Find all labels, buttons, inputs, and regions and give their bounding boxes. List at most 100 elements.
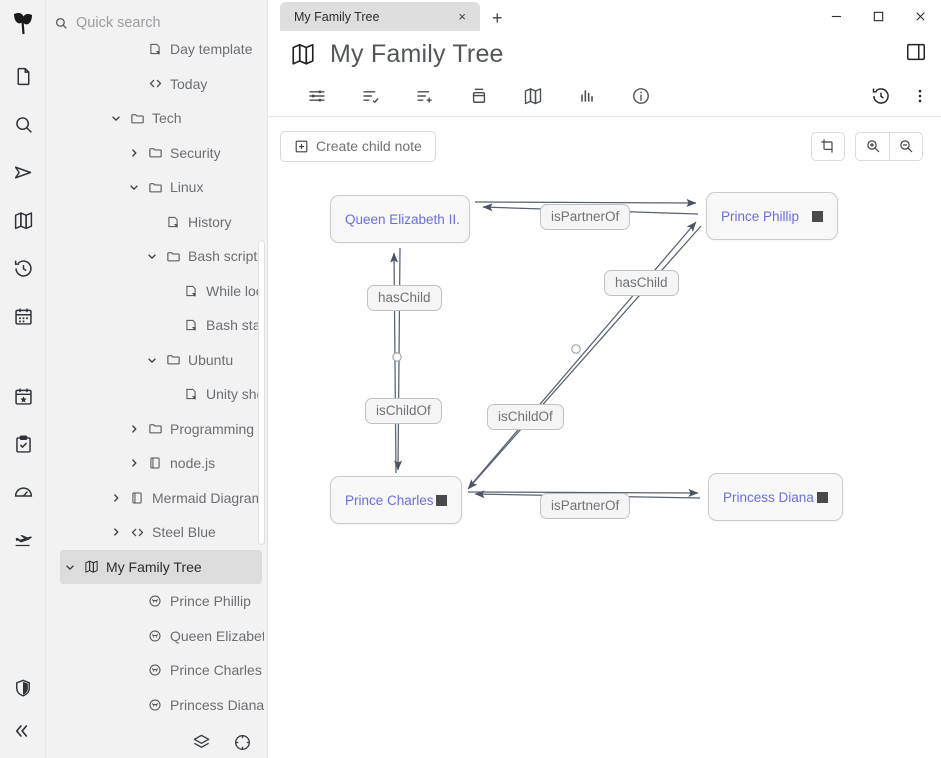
tree-item-p[interactable]: P — [46, 722, 268, 732]
calendar-star-icon[interactable] — [0, 372, 46, 420]
sliders-icon[interactable] — [290, 77, 344, 115]
node-badge-icon[interactable] — [812, 210, 823, 222]
zoom-in-icon[interactable] — [855, 131, 889, 161]
chevron-down-icon[interactable] — [124, 181, 144, 193]
search-icon[interactable] — [0, 100, 46, 148]
edge-label-ischildof[interactable]: isChildOf — [487, 404, 564, 430]
kebab-menu-icon[interactable] — [907, 77, 933, 115]
maximize-icon[interactable] — [857, 0, 899, 33]
note-icon[interactable] — [0, 52, 46, 100]
graph-node-label: Princess Diana — [723, 489, 814, 505]
tree-item-programming[interactable]: Programming — [46, 412, 268, 447]
app-logo-icon[interactable] — [8, 8, 38, 38]
tree-item-bash-startup[interactable]: Bash startup — [46, 308, 268, 343]
graph-node-diana[interactable]: Princess Diana — [708, 473, 843, 521]
edge-label-ischildof[interactable]: isChildOf — [365, 398, 442, 424]
minimize-icon[interactable] — [815, 0, 857, 33]
note-header: My Family Tree — [268, 33, 941, 75]
archive-icon[interactable] — [452, 77, 506, 115]
graph-controls — [811, 131, 923, 161]
tree-item-label: Bash scripting — [188, 248, 264, 265]
tree-item-security[interactable]: Security — [46, 136, 268, 171]
tree-item-while-loop[interactable]: While loop — [46, 274, 268, 309]
tree-item-princess-diana[interactable]: Princess Diana — [46, 688, 268, 723]
crop-reset-icon[interactable] — [811, 131, 845, 161]
relation-icon — [144, 594, 166, 608]
tree-item-steel-blue[interactable]: Steel Blue — [46, 515, 268, 550]
sidebar-scrollbar[interactable] — [258, 240, 265, 545]
history-icon[interactable] — [0, 244, 46, 292]
tree-item-node-js[interactable]: node.js — [46, 446, 268, 481]
create-child-note-button[interactable]: Create child note — [280, 130, 436, 162]
note-icon — [180, 318, 202, 332]
chevron-down-icon[interactable] — [106, 112, 126, 124]
list-check-icon[interactable] — [344, 77, 398, 115]
graph-node-qe2[interactable]: Queen Elizabeth II. — [330, 195, 470, 243]
node-badge-icon[interactable] — [817, 491, 828, 503]
code-icon — [126, 525, 148, 540]
tree-item-day-template[interactable]: Day template — [46, 32, 268, 67]
chevron-down-icon[interactable] — [142, 250, 162, 262]
history-icon[interactable] — [867, 77, 895, 115]
graph-node-label: Prince Charles — [345, 492, 434, 508]
folder-icon — [144, 180, 166, 195]
info-icon[interactable] — [614, 77, 668, 115]
tree-item-linux[interactable]: Linux — [46, 170, 268, 205]
new-tab-button[interactable]: + — [492, 8, 503, 28]
target-icon[interactable] — [233, 733, 252, 752]
tree-item-tech[interactable]: Tech — [46, 101, 268, 136]
edge-label-haschild[interactable]: hasChild — [604, 270, 679, 296]
relation-icon — [144, 698, 166, 712]
tree-item-bash-scripting[interactable]: Bash scripting — [46, 239, 268, 274]
note-icon — [180, 284, 202, 298]
list-plus-icon[interactable] — [398, 77, 452, 115]
zoom-out-icon[interactable] — [889, 131, 923, 161]
chevron-right-icon[interactable] — [106, 492, 126, 504]
tree-item-prince-phillip[interactable]: Prince Phillip — [46, 584, 268, 619]
node-badge-icon[interactable] — [436, 494, 447, 506]
clipboard-check-icon[interactable] — [0, 420, 46, 468]
quick-search[interactable]: Quick search — [46, 0, 267, 45]
tree-item-unity-shortcuts[interactable]: Unity shortcuts — [46, 377, 268, 412]
book-icon — [126, 491, 148, 505]
chevron-right-icon[interactable] — [124, 457, 144, 469]
tree-item-prince-charles[interactable]: Prince Charles — [46, 653, 268, 688]
tree-item-history[interactable]: History — [46, 205, 268, 240]
tree-item-mermaid-diagrams[interactable]: Mermaid Diagrams — [46, 481, 268, 516]
note-toolbar — [268, 75, 941, 117]
tab-my-family-tree[interactable]: My Family Tree × — [280, 2, 480, 31]
chevron-right-icon[interactable] — [124, 423, 144, 435]
edge-label-haschild[interactable]: hasChild — [367, 285, 442, 311]
tree-item-ubuntu[interactable]: Ubuntu — [46, 343, 268, 378]
edge-label-ispartnerof[interactable]: isPartnerOf — [540, 493, 631, 519]
shield-icon[interactable] — [0, 666, 46, 710]
calendar-icon[interactable] — [0, 292, 46, 340]
graph-node-phillip[interactable]: Prince Phillip — [706, 192, 838, 240]
plane-icon[interactable] — [0, 516, 46, 564]
chevron-right-icon[interactable] — [124, 147, 144, 159]
tree-item-today[interactable]: Today — [46, 67, 268, 102]
relation-icon — [144, 663, 166, 677]
page-title[interactable]: My Family Tree — [330, 39, 504, 68]
right-panel-icon[interactable] — [905, 41, 927, 68]
graph-subbar: Create child note — [268, 117, 941, 175]
graph-node-charles[interactable]: Prince Charles — [330, 476, 462, 524]
layers-icon[interactable] — [192, 733, 211, 752]
folder-icon — [144, 145, 166, 160]
edge-label-ispartnerof[interactable]: isPartnerOf — [540, 204, 631, 230]
collapse-icon[interactable] — [0, 710, 46, 752]
map-icon[interactable] — [506, 77, 560, 115]
chevron-right-icon[interactable] — [106, 526, 126, 538]
tree-item-queen-elizabeth-ii[interactable]: Queen Elizabeth II — [46, 619, 268, 654]
map-icon[interactable] — [0, 196, 46, 244]
bar-chart-icon[interactable] — [560, 77, 614, 115]
gauge-icon[interactable] — [0, 468, 46, 516]
tree-item-my-family-tree[interactable]: My Family Tree — [60, 549, 262, 584]
close-icon[interactable] — [899, 0, 941, 33]
create-child-note-label: Create child note — [316, 138, 422, 154]
close-icon[interactable]: × — [458, 9, 466, 24]
chevron-down-icon[interactable] — [142, 354, 162, 366]
send-icon[interactable] — [0, 148, 46, 196]
chevron-down-icon[interactable] — [60, 561, 80, 573]
